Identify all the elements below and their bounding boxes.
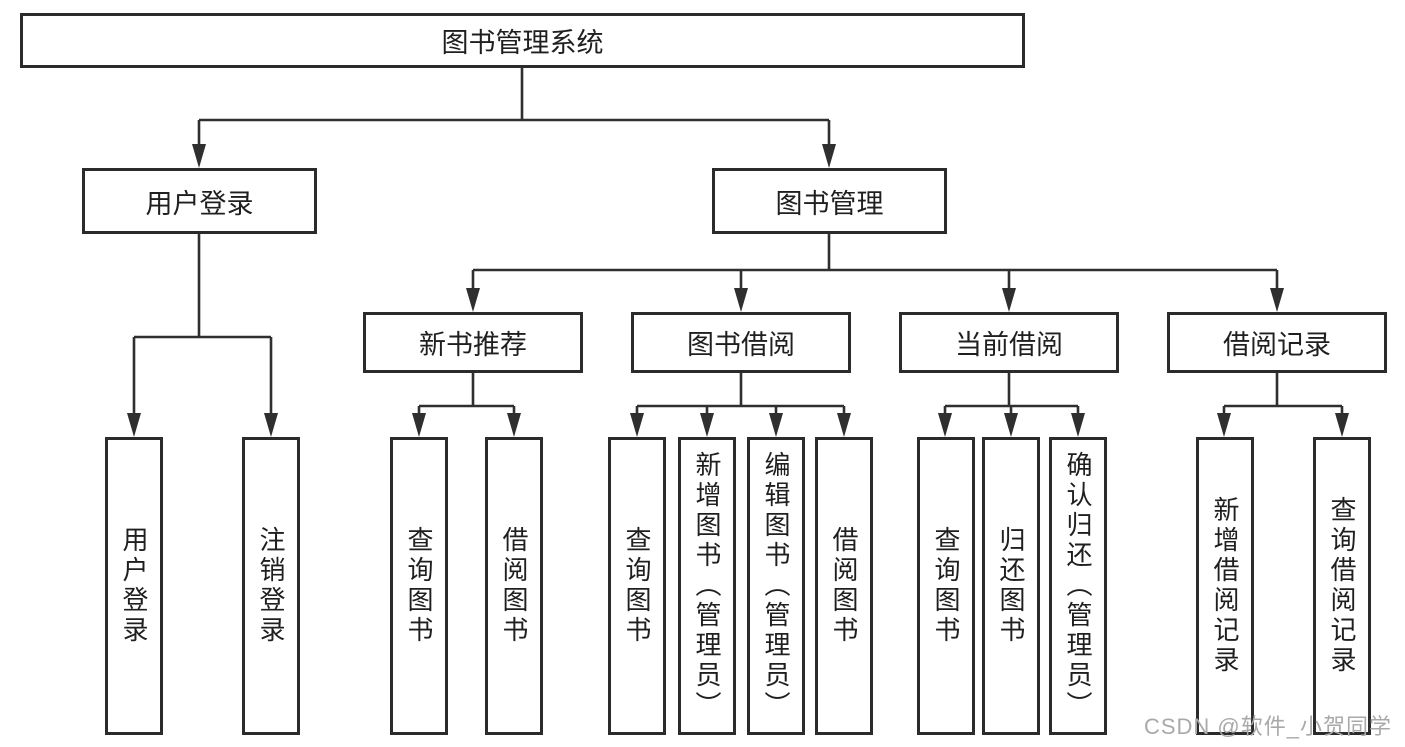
node-leaf-borrow-books-2: 借阅图书 [815,437,873,735]
node-leaf-borrow-books-1: 借阅图书 [485,437,543,735]
node-borrow-records: 借阅记录 [1167,312,1387,373]
arrowheads [127,144,1349,437]
node-leaf-user-login: 用户登录 [105,437,163,735]
node-leaf-query-books-1: 查询图书 [390,437,448,735]
node-current-borrow: 当前借阅 [899,312,1119,373]
node-leaf-query-borrow-record: 查询借阅记录 [1313,437,1371,735]
node-leaf-query-books-3: 查询图书 [917,437,975,735]
node-user-login-module: 用户登录 [82,168,317,234]
node-leaf-query-books-2: 查询图书 [608,437,666,735]
node-leaf-confirm-return-admin: 确认归还（管理员） [1049,437,1107,735]
node-new-book-recommend: 新书推荐 [363,312,583,373]
node-book-borrow: 图书借阅 [631,312,851,373]
node-leaf-edit-book-admin: 编辑图书（管理员） [747,437,805,735]
csdn-watermark: CSDN @软件_小贺同学 [1143,714,1392,739]
node-book-management-module: 图书管理 [712,168,947,234]
node-leaf-logout: 注销登录 [242,437,300,735]
node-leaf-add-book-admin: 新增图书（管理员） [678,437,736,735]
node-leaf-return-book: 归还图书 [982,437,1040,735]
node-system-root: 图书管理系统 [20,13,1025,68]
node-leaf-add-borrow-record: 新增借阅记录 [1196,437,1254,735]
